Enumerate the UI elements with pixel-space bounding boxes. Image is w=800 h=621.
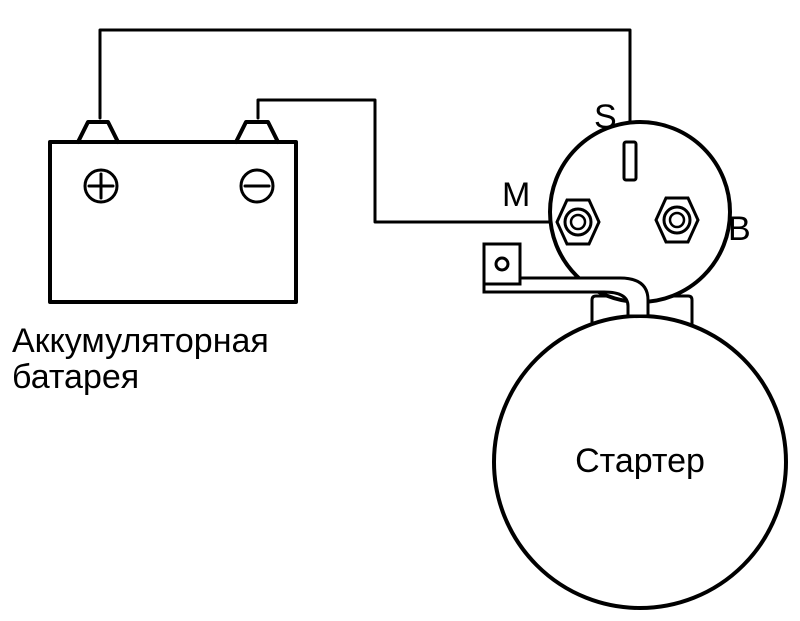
battery-positive-post [76, 120, 120, 144]
solenoid-strap [482, 248, 650, 318]
s-terminal-slot [622, 140, 638, 182]
starter-motor: Стартер [492, 294, 788, 610]
battery-label-line1: Аккумуляторная [12, 322, 269, 360]
negative-terminal-icon [239, 168, 275, 204]
battery-negative-post [234, 120, 280, 144]
strap-tab [482, 242, 522, 286]
battery-label-line2: батарея [12, 358, 139, 396]
strap-bolt-hole [494, 256, 510, 272]
terminal-m-label: M [502, 176, 530, 214]
terminal-s-label: S [594, 98, 617, 136]
positive-terminal-icon [83, 168, 119, 204]
wire-negative-to-m-terminal [256, 98, 562, 224]
battery-body [48, 140, 298, 304]
terminal-b-label: B [728, 210, 751, 248]
solenoid [482, 120, 732, 318]
m-terminal-nut [555, 198, 601, 246]
starter-label: Стартер [575, 442, 705, 480]
wire-positive-to-s-terminal [98, 28, 632, 144]
battery [48, 120, 298, 304]
b-terminal-nut [654, 196, 700, 244]
